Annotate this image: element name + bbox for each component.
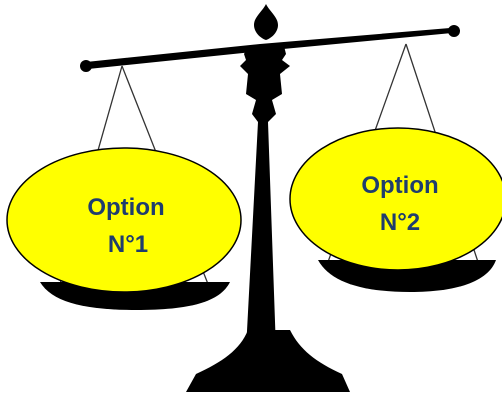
beam-right-end [448, 25, 460, 37]
right-pan-bowl [318, 260, 496, 292]
option-2-label-line1: Option [361, 172, 438, 199]
option-1-ellipse: Option N°1 [6, 147, 242, 293]
option-1-label-line1: Option [87, 194, 164, 221]
option-2-label-line2: N°2 [380, 209, 420, 236]
beam-left-end [80, 60, 92, 72]
scale-base [186, 330, 350, 392]
scale-pointer [254, 4, 278, 40]
scale-column [240, 46, 290, 350]
option-1-label-line2: N°1 [108, 231, 148, 258]
option-2-ellipse: Option N°2 [289, 127, 502, 271]
